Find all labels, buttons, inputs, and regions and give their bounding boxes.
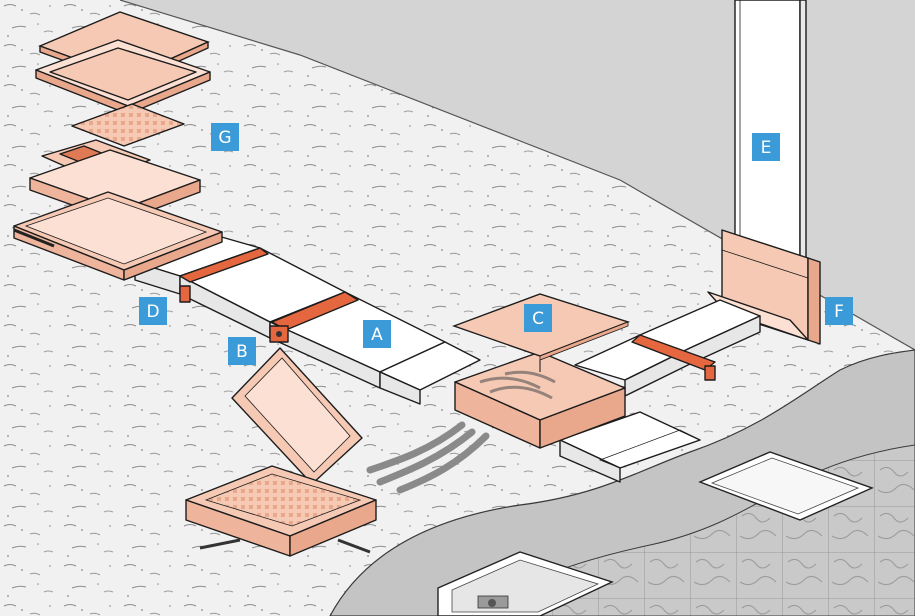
coupler-band-D: [179, 247, 269, 283]
label-E: E: [752, 133, 780, 161]
recessed-outlet-box: [698, 451, 874, 521]
label-C-text: C: [532, 309, 544, 329]
back-wall: [120, 0, 915, 350]
label-C: C: [524, 304, 552, 332]
wall-duct-E: [734, 0, 801, 259]
label-F: F: [825, 297, 853, 325]
label-E-text: E: [761, 138, 772, 158]
exploded-floor-box-G: [13, 11, 223, 281]
floor-box-front: [437, 551, 614, 616]
junction-box-center: [366, 351, 626, 494]
accessory-plate: [71, 103, 185, 147]
label-B: B: [228, 337, 256, 365]
label-A-text: A: [371, 325, 383, 345]
screed-cutaway: [329, 349, 915, 616]
label-F-text: F: [834, 302, 844, 322]
open-floor-box: [185, 347, 377, 557]
label-G: G: [211, 123, 239, 151]
duct-run: [134, 235, 761, 483]
label-G-text: G: [218, 128, 231, 148]
label-A: A: [363, 320, 391, 348]
flexible-conduits: [366, 421, 490, 494]
label-B-text: B: [236, 342, 248, 362]
label-D-text: D: [146, 302, 159, 322]
label-D: D: [139, 297, 167, 325]
